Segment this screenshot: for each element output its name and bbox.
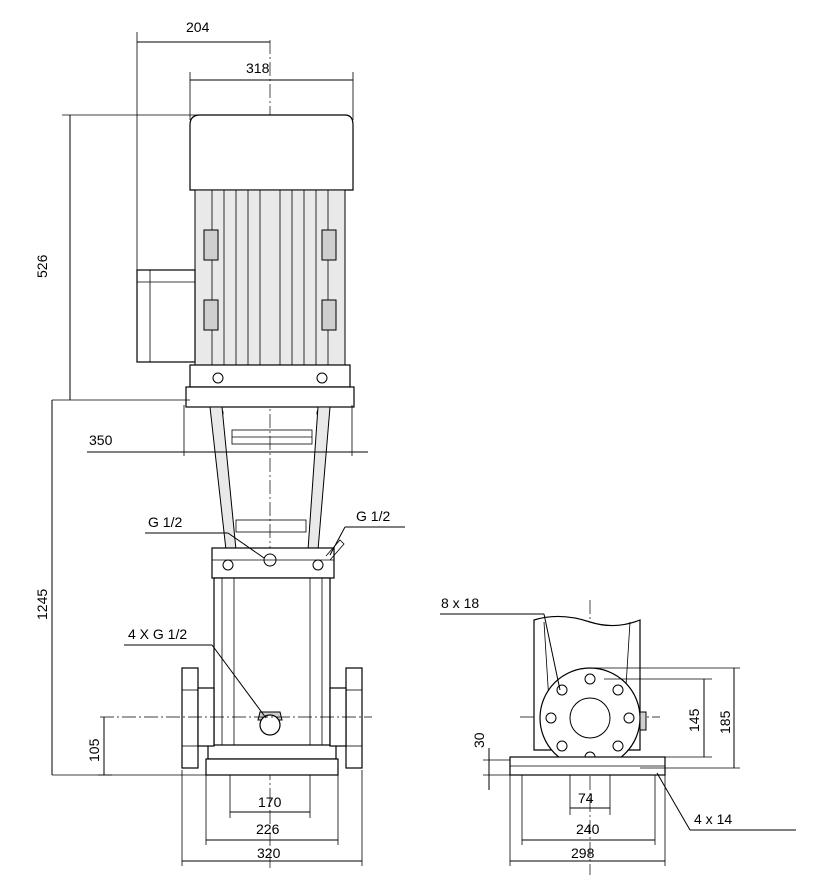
dim-105: 105	[86, 738, 102, 762]
front-callouts: G 1/2 G 1/2 4 X G 1/2	[124, 508, 405, 719]
pump-base	[205, 758, 339, 776]
dim-185: 185	[717, 710, 733, 734]
motor-fins	[203, 190, 337, 365]
dim-240: 240	[576, 821, 600, 837]
dim-318: 318	[246, 60, 270, 76]
dim-74: 74	[578, 790, 594, 806]
callout-g12-left: G 1/2	[148, 514, 182, 530]
terminal-box	[136, 269, 196, 363]
coupling-leg-left	[209, 406, 237, 551]
front-view	[100, 40, 372, 870]
dim-298: 298	[571, 845, 595, 861]
callout-4xg12: 4 X G 1/2	[128, 626, 187, 642]
pump-head	[211, 547, 335, 579]
motor-body	[194, 189, 346, 366]
dim-320: 320	[257, 845, 281, 861]
motor-top-cap	[189, 114, 354, 191]
dim-145: 145	[686, 708, 702, 732]
dim-226: 226	[256, 821, 280, 837]
dim-204: 204	[186, 19, 210, 35]
front-dimensions: 204 318 526 350 1245 105 170 226	[34, 19, 368, 866]
dim-170: 170	[258, 794, 282, 810]
dim-30: 30	[471, 732, 487, 748]
side-dimensions: 145 185 30 74 240 298	[471, 667, 740, 866]
side-flange	[539, 667, 641, 769]
coupling-leg-right	[307, 406, 331, 551]
side-callouts: 8 x 18 4 x 14	[440, 595, 796, 831]
callout-4x14: 4 x 14	[694, 811, 732, 827]
callout-8x18: 8 x 18	[441, 595, 479, 611]
dim-350: 350	[89, 432, 113, 448]
dim-526: 526	[34, 254, 50, 278]
motor-mount-flange	[189, 364, 351, 388]
vent-plug	[263, 553, 277, 567]
side-view	[509, 600, 666, 875]
dim-1245: 1245	[34, 589, 50, 620]
flange-bore	[569, 697, 611, 739]
callout-g12-right: G 1/2	[356, 508, 390, 524]
